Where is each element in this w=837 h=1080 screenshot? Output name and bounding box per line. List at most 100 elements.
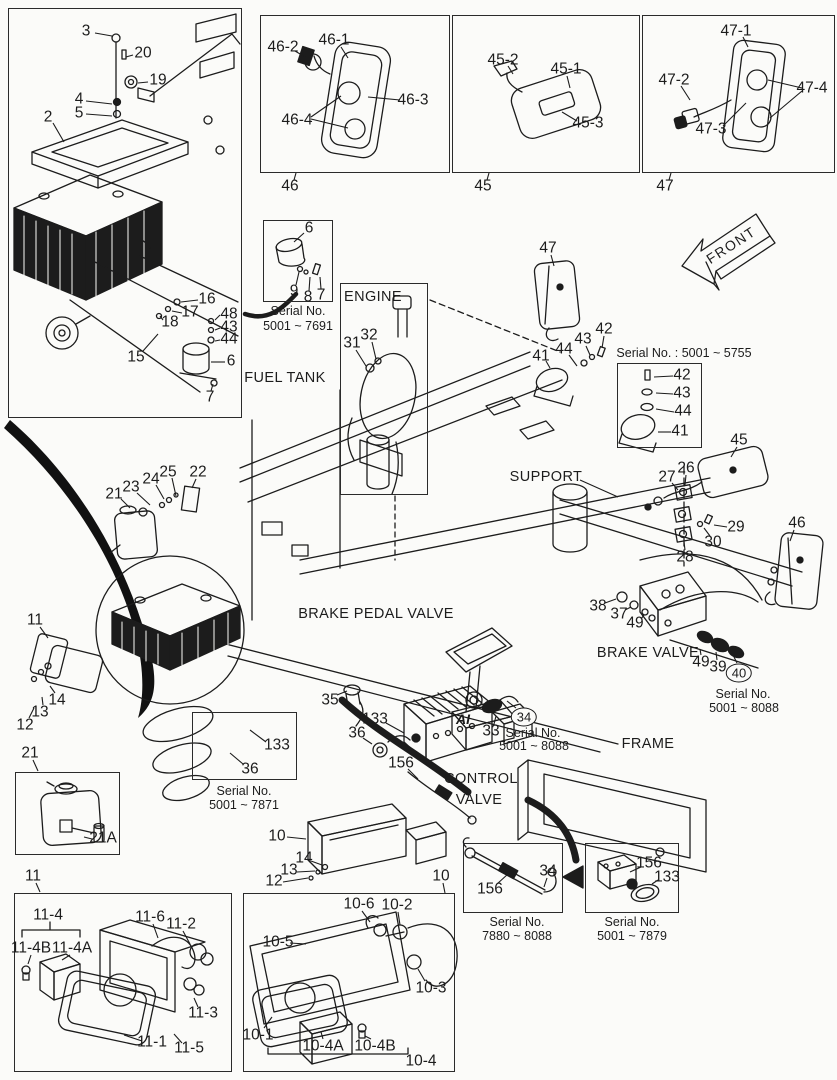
callout-34: 34	[539, 862, 557, 880]
callout-10-5: 10-5	[262, 933, 294, 951]
clamps-26-28-drawing	[673, 484, 714, 543]
callout-ai: AI	[456, 711, 470, 727]
main-electric-box	[8, 8, 242, 418]
callout-46-4: 46-4	[281, 111, 313, 129]
engine-drawing	[347, 295, 417, 495]
callout-47-2: 47-2	[658, 71, 690, 89]
box-21	[15, 772, 120, 855]
lamp-46-drawing	[297, 41, 392, 159]
callout-40: 40	[725, 663, 753, 683]
label-brake-pedal-valve: BRAKE PEDAL VALVE	[298, 605, 454, 622]
callout-11-1: 11-1	[137, 1033, 167, 1051]
washer-bottle-inset-drawing	[40, 781, 105, 847]
valve-35-36-drawing	[343, 684, 421, 758]
callout-47-1: 47-1	[720, 22, 752, 40]
label-5001-8088: 5001 ~ 8088	[499, 738, 569, 753]
callout-43: 43	[220, 318, 238, 336]
box-47	[642, 15, 835, 173]
box-horn-serial	[263, 220, 333, 302]
callout-3: 3	[81, 22, 91, 40]
fender-swoosh	[4, 420, 155, 718]
callout-34: 34	[510, 707, 538, 727]
callout-47-4: 47-4	[796, 79, 828, 97]
front-arrow-drawing	[681, 213, 776, 291]
callout-24: 24	[142, 470, 160, 488]
callout-133: 133	[362, 710, 388, 728]
callout-10-4a: 10-4A	[302, 1037, 344, 1055]
label-valve: VALVE	[455, 791, 503, 808]
lamp-10-machine-drawing	[307, 803, 447, 881]
callout-13: 13	[280, 861, 298, 879]
brake-valve-drawing	[616, 571, 745, 659]
callout-37: 37	[610, 605, 628, 623]
axle-drawing	[142, 705, 214, 802]
lamp-10-inset-drawing	[249, 911, 458, 1065]
label-serial-no: Serial No.	[489, 914, 545, 929]
lamp-46-machine-drawing	[764, 532, 824, 610]
callout-16: 16	[198, 290, 216, 308]
callout-11-2: 11-2	[166, 915, 196, 933]
chassis-drawing	[209, 299, 803, 753]
callout-7: 7	[205, 388, 215, 406]
callout-21a: 21A	[89, 829, 117, 847]
callout-43: 43	[574, 330, 592, 348]
callout-8: 8	[303, 288, 313, 306]
callout-47-3: 47-3	[695, 120, 727, 138]
callout-2: 2	[43, 108, 53, 126]
label-5001-7879: 5001 ~ 7879	[597, 928, 667, 943]
callout-45: 45	[474, 177, 492, 195]
callout-38: 38	[589, 597, 607, 615]
hose-arc-1	[338, 696, 472, 796]
callout-30: 30	[704, 533, 722, 551]
callout-10-1: 10-1	[242, 1026, 274, 1044]
callout-33: 33	[482, 722, 500, 740]
callout-23: 23	[122, 478, 140, 496]
callout-11-4a: 11-4A	[51, 939, 93, 957]
relay-41-machine-drawing	[533, 345, 606, 407]
label-serial-no: Serial No.	[216, 783, 272, 798]
callout-10-2: 10-2	[381, 896, 413, 914]
callout-45: 45	[730, 431, 748, 449]
callout-133: 133	[654, 868, 680, 886]
lamp-47-drawing	[673, 39, 786, 153]
label-brake-valve: BRAKE VALVE	[596, 644, 700, 661]
horn-relay-inset-drawing	[275, 237, 322, 276]
callout-10-6: 10-6	[343, 895, 375, 913]
callout-46-3: 46-3	[397, 91, 429, 109]
callout-22: 22	[189, 463, 207, 481]
mount-frame-drawing	[517, 759, 707, 873]
box-10	[243, 893, 455, 1072]
label-7880-8088: 7880 ~ 8088	[482, 928, 552, 943]
callout-6: 6	[304, 219, 314, 237]
label-engine: ENGINE	[344, 288, 402, 305]
callout-42: 42	[673, 366, 691, 384]
callout-41: 41	[671, 422, 689, 440]
battery-assembly-drawing	[13, 33, 189, 301]
callout-9: 9	[289, 282, 299, 300]
box-11	[14, 893, 232, 1072]
callout-1: 1	[147, 244, 157, 262]
label-5001-8088: 5001 ~ 8088	[709, 700, 779, 715]
direction-arrow	[562, 865, 584, 889]
callout-47: 47	[656, 177, 674, 195]
callout-44: 44	[220, 330, 238, 348]
callout-11: 11	[26, 611, 44, 629]
sensor-33-drawing	[481, 695, 519, 714]
callout-41: 41	[532, 347, 550, 365]
callout-4: 4	[74, 90, 84, 108]
callout-13: 13	[31, 703, 49, 721]
callout-19: 19	[149, 71, 167, 89]
callout-39: 39	[709, 658, 727, 676]
label-serial-no: Serial No.	[604, 914, 660, 929]
lamp-11-inset-drawing	[21, 919, 214, 1046]
callout-25: 25	[159, 463, 177, 481]
label-5001-7871: 5001 ~ 7871	[209, 797, 279, 812]
callout-11-3: 11-3	[188, 1004, 218, 1022]
callout-11-4: 11-4	[33, 906, 63, 924]
box-serial-7879	[585, 843, 679, 913]
callout-21: 21	[21, 744, 39, 762]
box-36-133	[192, 712, 297, 780]
callout-28: 28	[676, 548, 694, 566]
callout-46-1: 46-1	[318, 31, 350, 49]
